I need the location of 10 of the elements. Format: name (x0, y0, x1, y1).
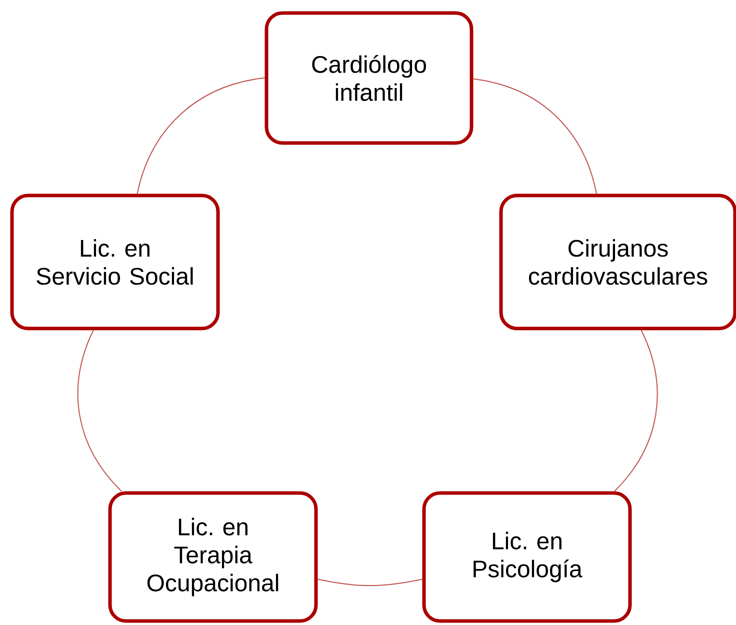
circle-arc (78, 330, 122, 492)
rounded-box: Lic. en Psicología (422, 491, 632, 623)
rounded-box: Cirujanos cardiovasculares (499, 194, 736, 330)
rounded-box: Cardiólogo infantil (264, 11, 474, 145)
circle-arc (614, 330, 658, 492)
rounded-box: Lic. en Terapia Ocupacional (108, 491, 318, 623)
circle-arc (136, 77, 266, 194)
circle-arc (317, 578, 423, 586)
circle-arc (472, 78, 598, 194)
rounded-box: Lic. en Servicio Social (10, 194, 220, 330)
